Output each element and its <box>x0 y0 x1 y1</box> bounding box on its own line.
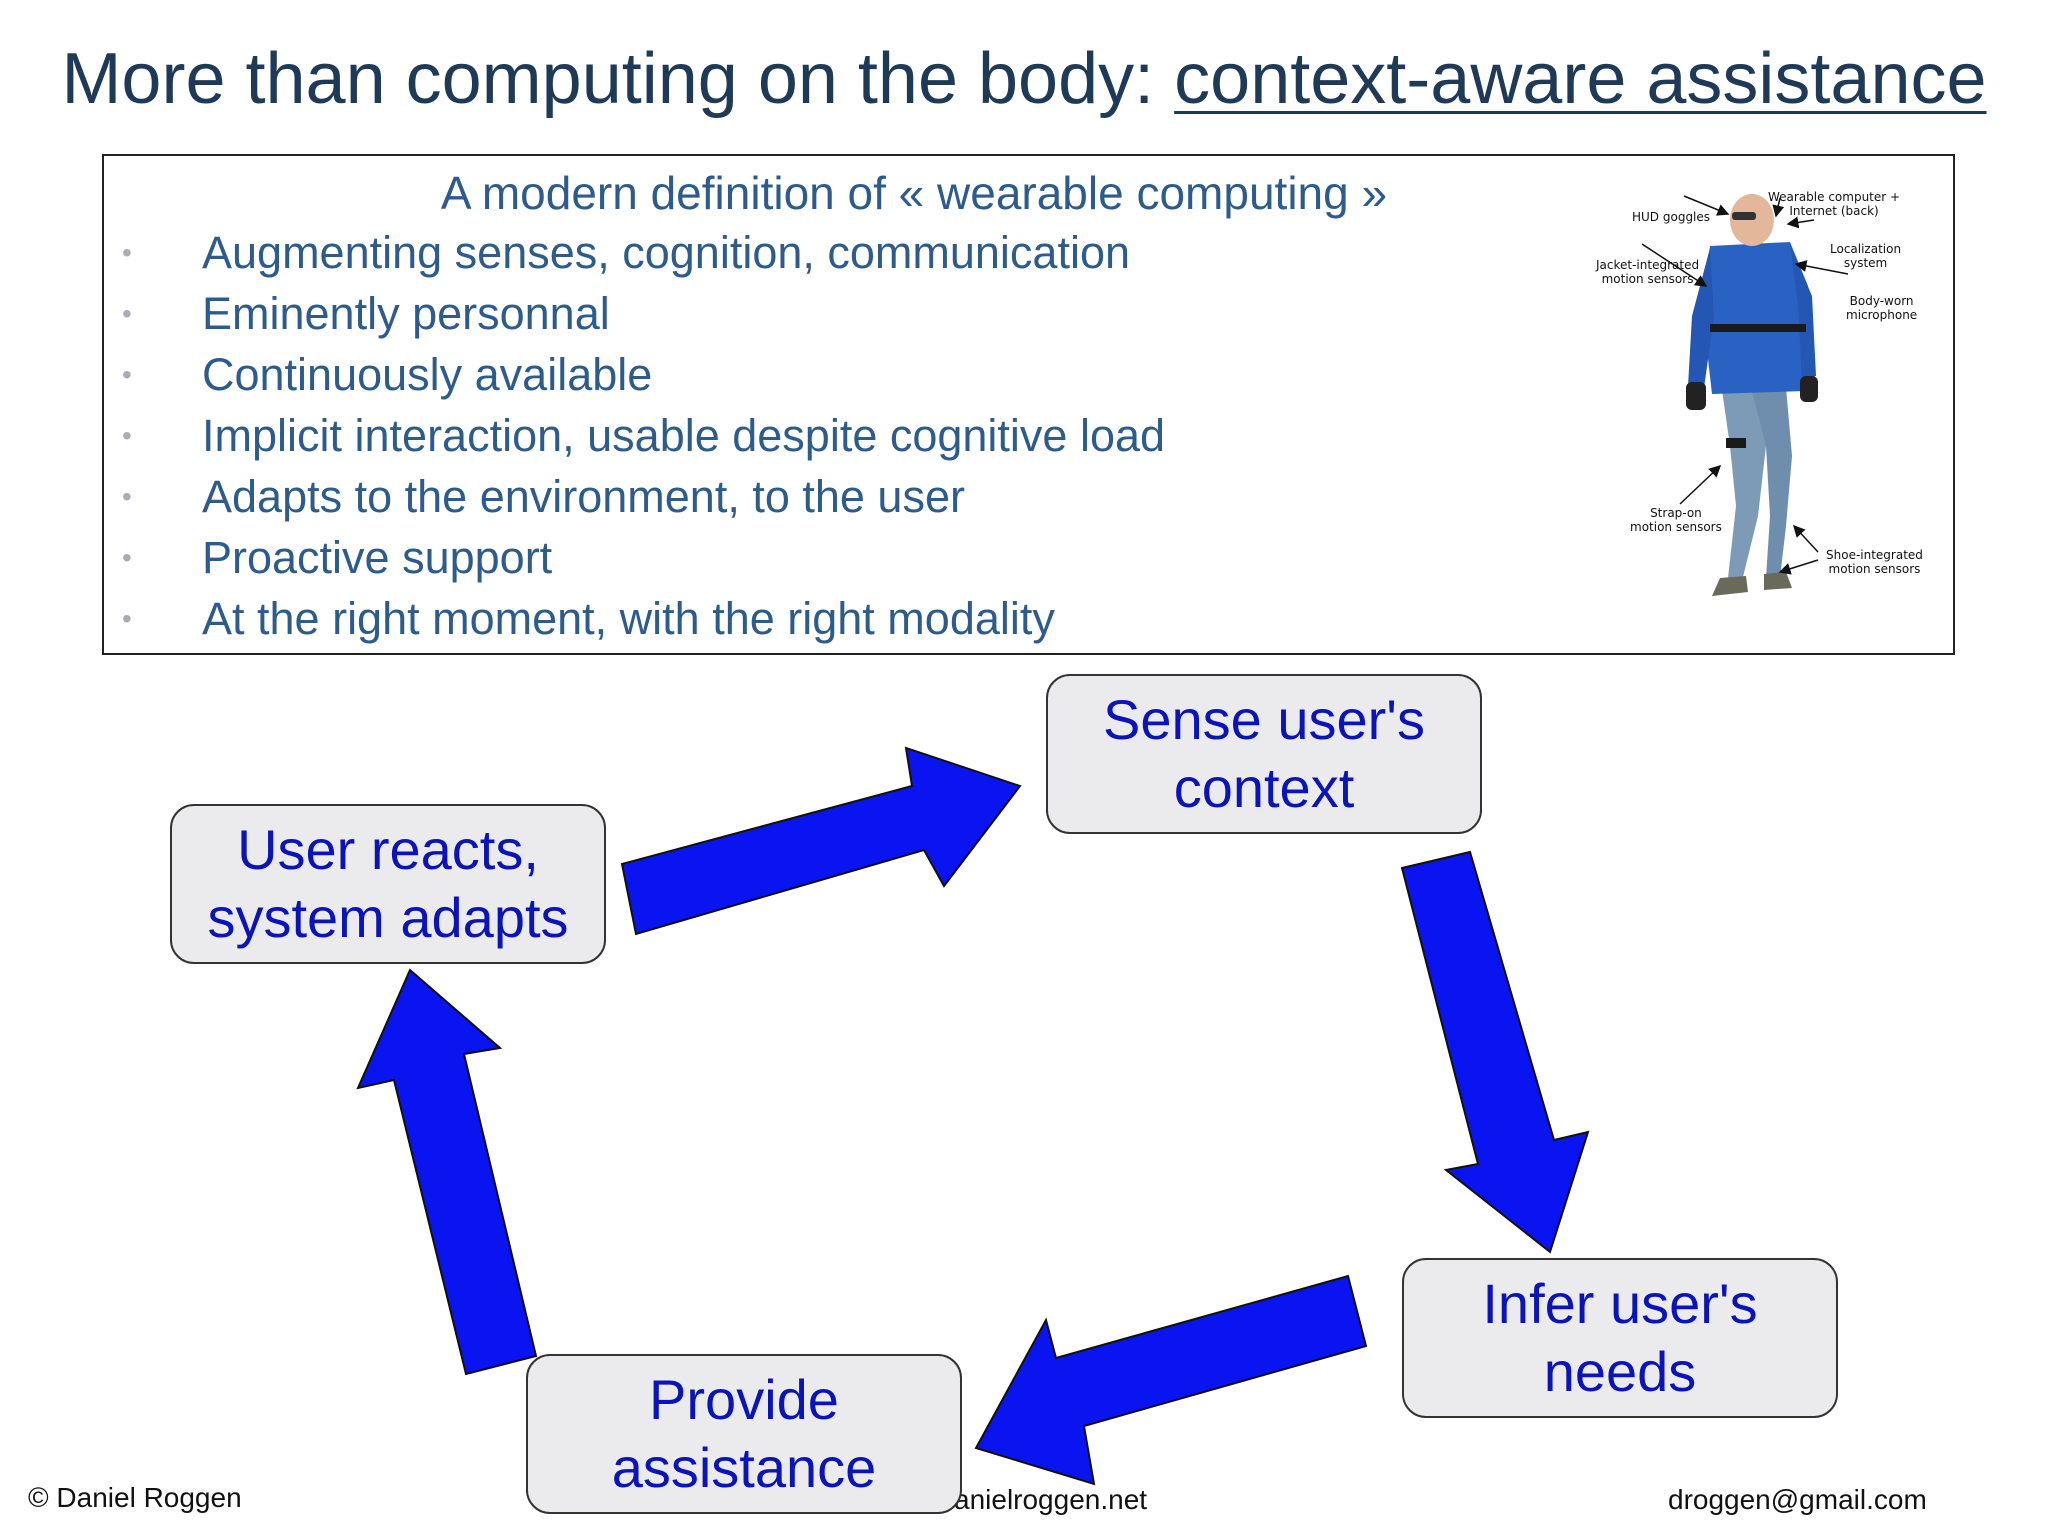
footer-copyright: © Daniel Roggen <box>28 1482 242 1513</box>
pointer-line <box>1683 195 1730 216</box>
pointer-line <box>1794 260 1849 275</box>
definition-item-text: Continuously available <box>202 349 653 400</box>
bullet-icon: • <box>122 603 132 634</box>
shoe-shape <box>1764 572 1792 590</box>
slide-title: More than computing on the body: context… <box>0 38 2048 120</box>
pointer-line <box>1641 243 1708 287</box>
bullet-icon: • <box>122 359 132 390</box>
localization-label: Localization system <box>1830 242 1902 270</box>
jacket-sleeve-shape <box>1790 244 1816 380</box>
wearable-person-figure: HUD goggles Wearable computer + Internet… <box>1580 176 1940 616</box>
bullet-icon: • <box>122 237 132 268</box>
bullet-icon: • <box>122 481 132 512</box>
pointer-line <box>1786 216 1815 229</box>
title-main: More than computing on the body: <box>61 39 1175 119</box>
microphone-label: Body-worn microphone <box>1846 294 1918 322</box>
bullet-icon: • <box>122 542 132 573</box>
bullet-icon: • <box>122 298 132 329</box>
hud-goggles-label: HUD goggles <box>1632 210 1711 224</box>
jacket-sleeve-shape <box>1688 248 1714 388</box>
definition-box: A modern definition of « wearable comput… <box>102 154 1955 655</box>
pointer-line <box>1778 559 1819 575</box>
infer-needs-box: Infer user's needs <box>1402 1258 1838 1418</box>
belt-shape <box>1710 324 1806 332</box>
shoe-shape <box>1712 576 1748 596</box>
arrow-provide-to-react <box>356 968 538 1376</box>
definition-item-text: Eminently personnal <box>202 288 610 339</box>
user-reacts-box: User reacts, system adapts <box>170 804 606 964</box>
glove-shape <box>1800 376 1818 402</box>
jeans-shape <box>1748 376 1792 578</box>
footer-email[interactable]: droggen@gmail.com <box>1668 1484 1927 1515</box>
definition-item-text: At the right moment, with the right moda… <box>202 593 1055 644</box>
definition-item-text: Augmenting senses, cognition, communicat… <box>202 227 1131 278</box>
strap-sensors-label: Strap-on motion sensors <box>1630 506 1722 534</box>
hud-goggles-shape <box>1732 212 1756 220</box>
glove-shape <box>1686 382 1706 410</box>
definition-item-text: Implicit interaction, usable despite cog… <box>202 410 1166 461</box>
title-underlined-link[interactable]: context-aware assistance <box>1174 39 1987 119</box>
pointer-line <box>1679 464 1722 505</box>
jacket-shape <box>1702 242 1808 394</box>
jeans-shape <box>1720 376 1766 581</box>
wearable-computer-label: Wearable computer + Internet (back) <box>1768 190 1901 218</box>
sense-context-box: Sense user's context <box>1046 674 1482 834</box>
bullet-icon: • <box>122 420 132 451</box>
pointer-line <box>1772 197 1785 218</box>
arrow-infer-to-provide <box>974 1274 1368 1486</box>
jacket-sensors-label: Jacket-integrated motion sensors <box>1596 258 1700 286</box>
leg-strap-shape <box>1726 438 1746 448</box>
pointer-line <box>1792 524 1819 553</box>
arrow-react-to-sense <box>620 746 1022 936</box>
arrow-sense-to-infer <box>1400 850 1590 1254</box>
definition-item-text: Proactive support <box>202 532 553 583</box>
definition-heading: A modern definition of « wearable comput… <box>440 167 1388 219</box>
provide-assistance-box: Provide assistance <box>526 1354 962 1514</box>
footer-website[interactable]: anielroggen.net <box>954 1484 1148 1515</box>
wearable-person-illustration <box>1641 194 1849 596</box>
definition-item-text: Adapts to the environment, to the user <box>202 471 965 522</box>
shoe-sensors-label: Shoe-integrated motion sensors <box>1826 548 1923 576</box>
